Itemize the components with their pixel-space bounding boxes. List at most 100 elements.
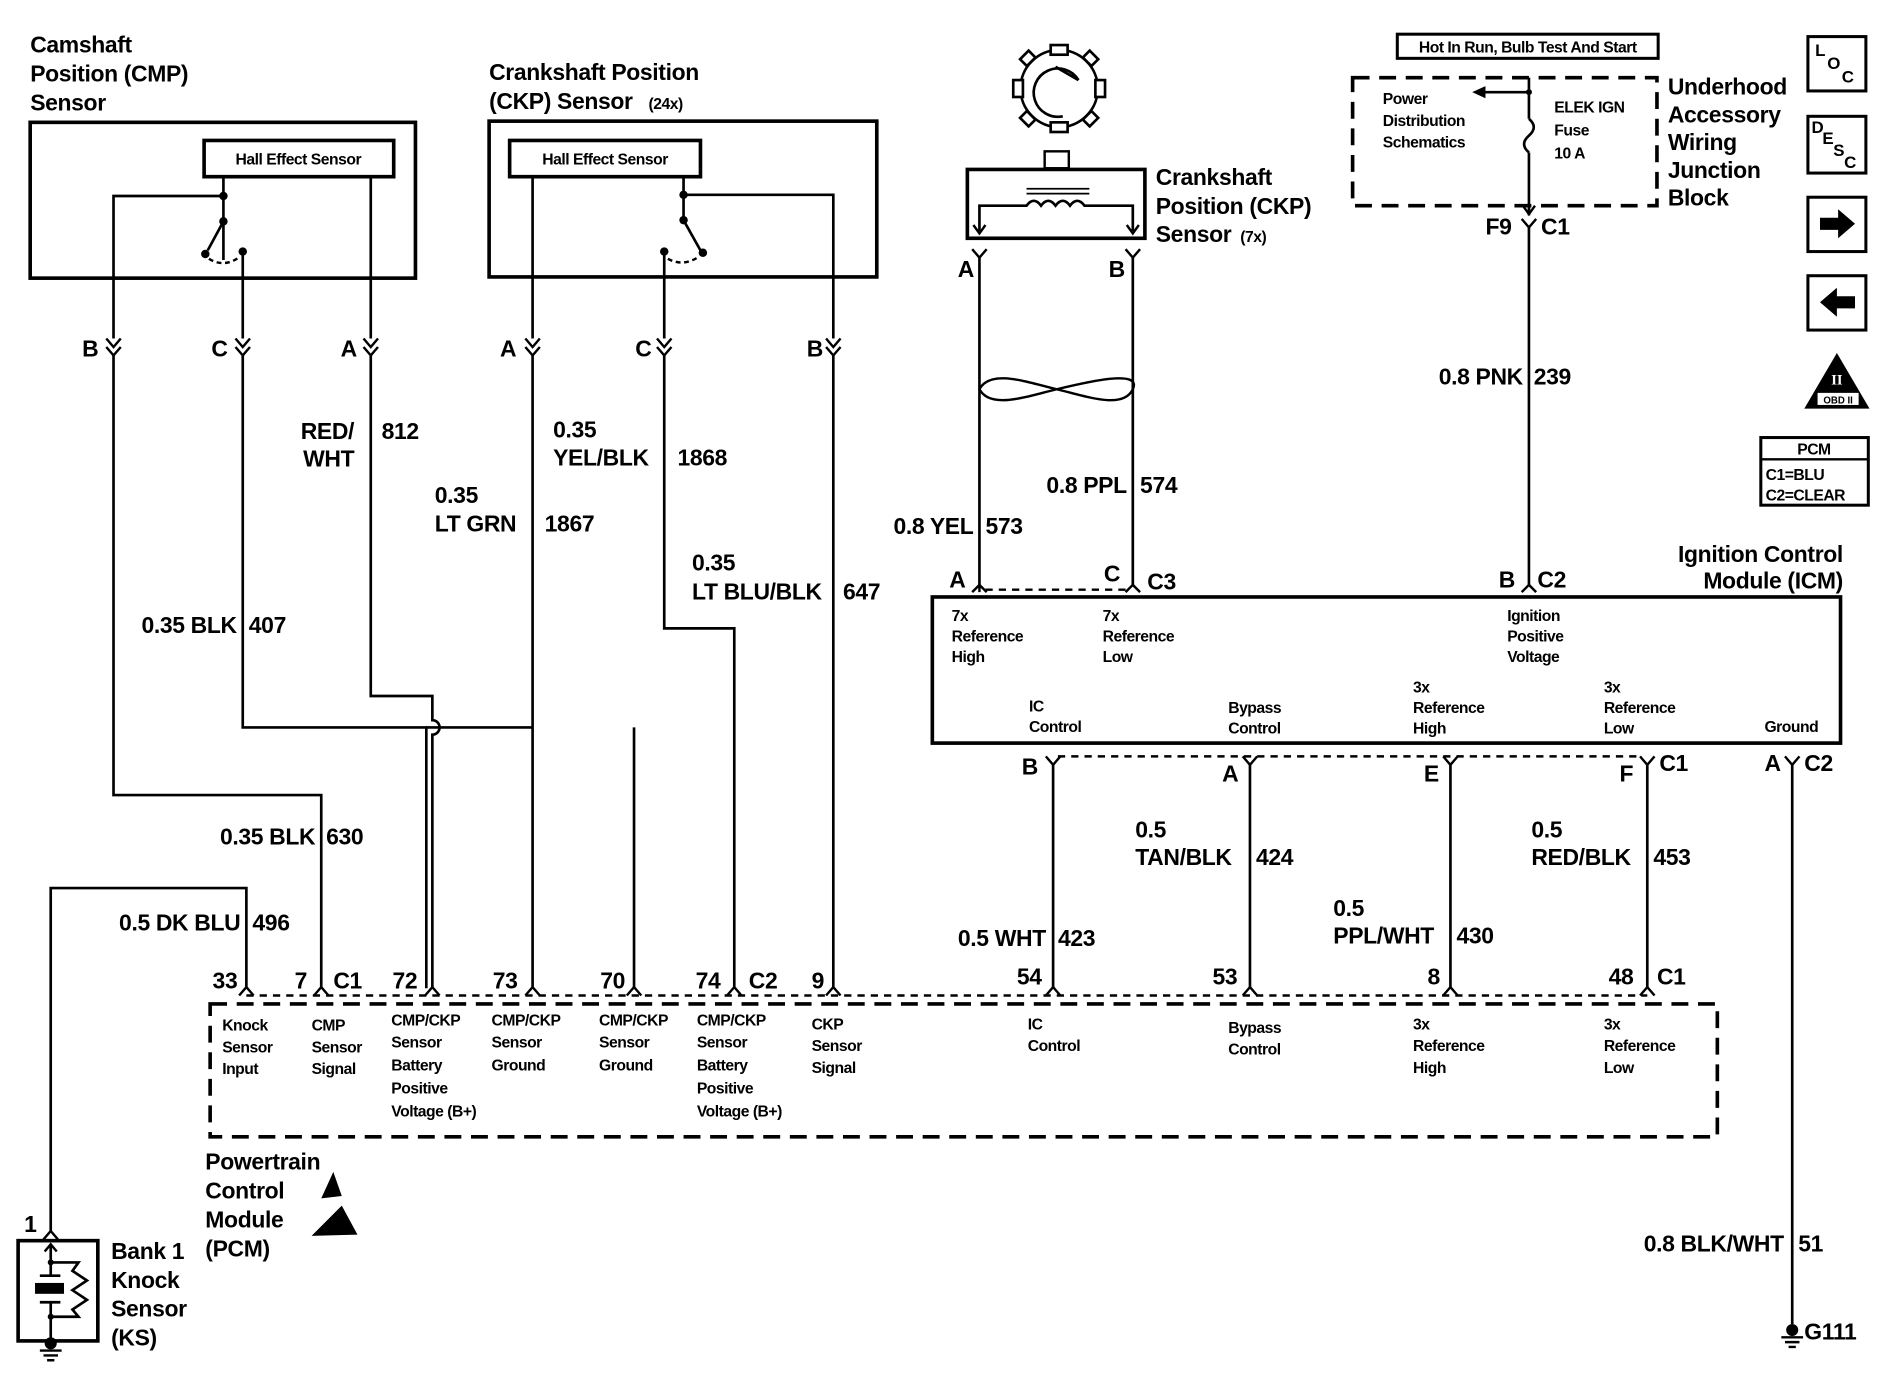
- power-dist-2: Distribution: [1383, 113, 1465, 130]
- wire-574-size: 0.8 PPL: [1046, 472, 1127, 498]
- knock-sensor: 1 Bank 1 Knock Sensor (KS): [16, 1211, 187, 1362]
- svg-text:Sensor: Sensor: [812, 1038, 863, 1055]
- svg-text:7x: 7x: [1103, 608, 1120, 625]
- wire-423-size: 0.5 WHT: [958, 925, 1046, 951]
- cmp-pin-c: C: [211, 336, 227, 362]
- junction-title-5: Block: [1668, 185, 1729, 211]
- wire-51-circuit: 51: [1798, 1231, 1823, 1257]
- svg-text:CKP: CKP: [812, 1016, 844, 1033]
- ckp24-title-suffix: (24x): [649, 96, 683, 113]
- svg-text:Sensor: Sensor: [111, 1296, 187, 1322]
- svg-text:Low: Low: [1604, 720, 1635, 737]
- svg-text:Battery: Battery: [697, 1057, 748, 1074]
- svg-text:C1=BLU: C1=BLU: [1766, 467, 1825, 484]
- svg-text:Ground: Ground: [599, 1057, 653, 1074]
- power-dist-1: Power: [1383, 91, 1428, 108]
- wire-453-circuit: 453: [1653, 844, 1690, 870]
- wire-239-circuit: 239: [1534, 363, 1571, 389]
- svg-text:7: 7: [295, 967, 307, 993]
- svg-text:33: 33: [213, 967, 238, 993]
- pcm-pin-labels: Knock Sensor Input CMP Sensor Signal CMP…: [222, 1013, 1676, 1121]
- svg-text:C2: C2: [749, 967, 778, 993]
- wire-1867-size-1: 0.35: [435, 482, 479, 508]
- icm-top-pin-b: B: [1499, 566, 1515, 592]
- svg-text:(PCM): (PCM): [205, 1235, 269, 1261]
- svg-text:Sensor: Sensor: [599, 1034, 650, 1051]
- icm-top-pin-c: C: [1104, 560, 1120, 586]
- cmp-pin-b: B: [82, 336, 98, 362]
- svg-text:Bypass: Bypass: [1228, 1020, 1282, 1037]
- power-dist-3: Schematics: [1383, 135, 1466, 152]
- wire-430-size-1: 0.5: [1333, 895, 1364, 921]
- ignition-control-module: Ignition Control Module (ICM) A C C3 B C…: [930, 541, 1843, 787]
- svg-text:70: 70: [600, 967, 625, 993]
- svg-text:C1: C1: [1657, 964, 1686, 990]
- ground-label: G111: [1804, 1319, 1857, 1345]
- svg-text:Sensor: Sensor: [492, 1034, 543, 1051]
- svg-text:Bank 1: Bank 1: [111, 1238, 185, 1264]
- fuse-rating: 10 A: [1554, 146, 1585, 163]
- arrow-left-icon[interactable]: [1806, 274, 1868, 332]
- wire-1867-circuit: 1867: [545, 511, 595, 537]
- ckp24-hall-effect-label: Hall Effect Sensor: [542, 152, 668, 169]
- icm-bottom-pin-a2: A: [1764, 750, 1780, 776]
- ckp24-pin-b: B: [807, 336, 823, 362]
- svg-text:CMP/CKP: CMP/CKP: [492, 1013, 561, 1030]
- svg-text:S: S: [1833, 141, 1844, 160]
- junction-title-4: Junction: [1668, 157, 1761, 183]
- wire-51-size: 0.8 BLK/WHT: [1644, 1231, 1784, 1257]
- svg-text:53: 53: [1213, 964, 1238, 990]
- powertrain-control-module: 33 7 C1 72 73 70 74 C2 9 54 53 8 48 C1 K…: [205, 727, 1720, 1261]
- obd-ii-icon[interactable]: II OBD II: [1804, 353, 1870, 409]
- svg-text:Ground: Ground: [1764, 719, 1818, 736]
- wire-573-size: 0.8 YEL: [893, 513, 973, 539]
- cmp-hall-effect-label: Hall Effect Sensor: [236, 152, 362, 169]
- junction-title-1: Underhood: [1668, 74, 1787, 100]
- ckp24-hall-effect-box: [507, 138, 703, 179]
- svg-text:Positive: Positive: [391, 1080, 448, 1097]
- svg-text:Reference: Reference: [1413, 700, 1485, 717]
- svg-text:Positive: Positive: [1507, 629, 1564, 646]
- desc-icon[interactable]: D E S C: [1806, 114, 1868, 175]
- ground-icon: [39, 1337, 62, 1362]
- wire-239-size: 0.8 PNK: [1439, 363, 1524, 389]
- svg-text:Control: Control: [1228, 720, 1281, 737]
- wire-647-size-2: LT BLU/BLK: [692, 578, 823, 604]
- ckp7-pin-b: B: [1109, 256, 1125, 282]
- svg-text:Signal: Signal: [812, 1060, 856, 1077]
- arrow-right-icon[interactable]: [1806, 195, 1868, 254]
- icm-bottom-conn-c1: C1: [1659, 750, 1688, 776]
- loc-icon[interactable]: L O C: [1806, 35, 1868, 93]
- svg-text:II: II: [1831, 372, 1843, 388]
- svg-text:Reference: Reference: [1103, 629, 1175, 646]
- svg-text:73: 73: [493, 967, 518, 993]
- svg-text:O: O: [1827, 54, 1840, 73]
- svg-text:Sensor: Sensor: [312, 1039, 363, 1056]
- wire-1868: [662, 355, 736, 989]
- svg-text:C: C: [1842, 67, 1854, 86]
- svg-text:74: 74: [696, 967, 721, 993]
- cmp-sensor-title-3: Sensor: [30, 89, 106, 115]
- fuse-icon: [1522, 117, 1536, 154]
- ckp-24x-sensor: Crankshaft Position (CKP) Sensor (24x) H…: [487, 59, 879, 362]
- svg-text:7x: 7x: [952, 608, 969, 625]
- fuse-pin: F9: [1485, 214, 1511, 240]
- svg-text:Reference: Reference: [1604, 700, 1676, 717]
- ckp7-title-2: Position (CKP): [1156, 193, 1311, 219]
- svg-text:Reference: Reference: [1413, 1038, 1485, 1055]
- icm-bottom-pin-b: B: [1022, 754, 1038, 780]
- svg-text:1: 1: [24, 1211, 37, 1237]
- ckp24-title-1: Crankshaft Position: [489, 59, 699, 85]
- wire-812: [369, 355, 441, 989]
- icm-body: [930, 595, 1843, 745]
- junction-title-2: Accessory: [1668, 101, 1781, 127]
- svg-text:Bypass: Bypass: [1228, 700, 1282, 717]
- svg-text:(KS): (KS): [111, 1325, 157, 1351]
- svg-text:Powertrain: Powertrain: [205, 1148, 320, 1174]
- svg-text:Reference: Reference: [952, 629, 1024, 646]
- icm-title-2: Module (ICM): [1703, 568, 1843, 594]
- wire-630: [112, 355, 323, 989]
- ckp-7x-sensor: Crankshaft Position (CKP) Sensor (7x) A …: [958, 43, 1312, 585]
- twisted-pair-icon: [978, 377, 1136, 402]
